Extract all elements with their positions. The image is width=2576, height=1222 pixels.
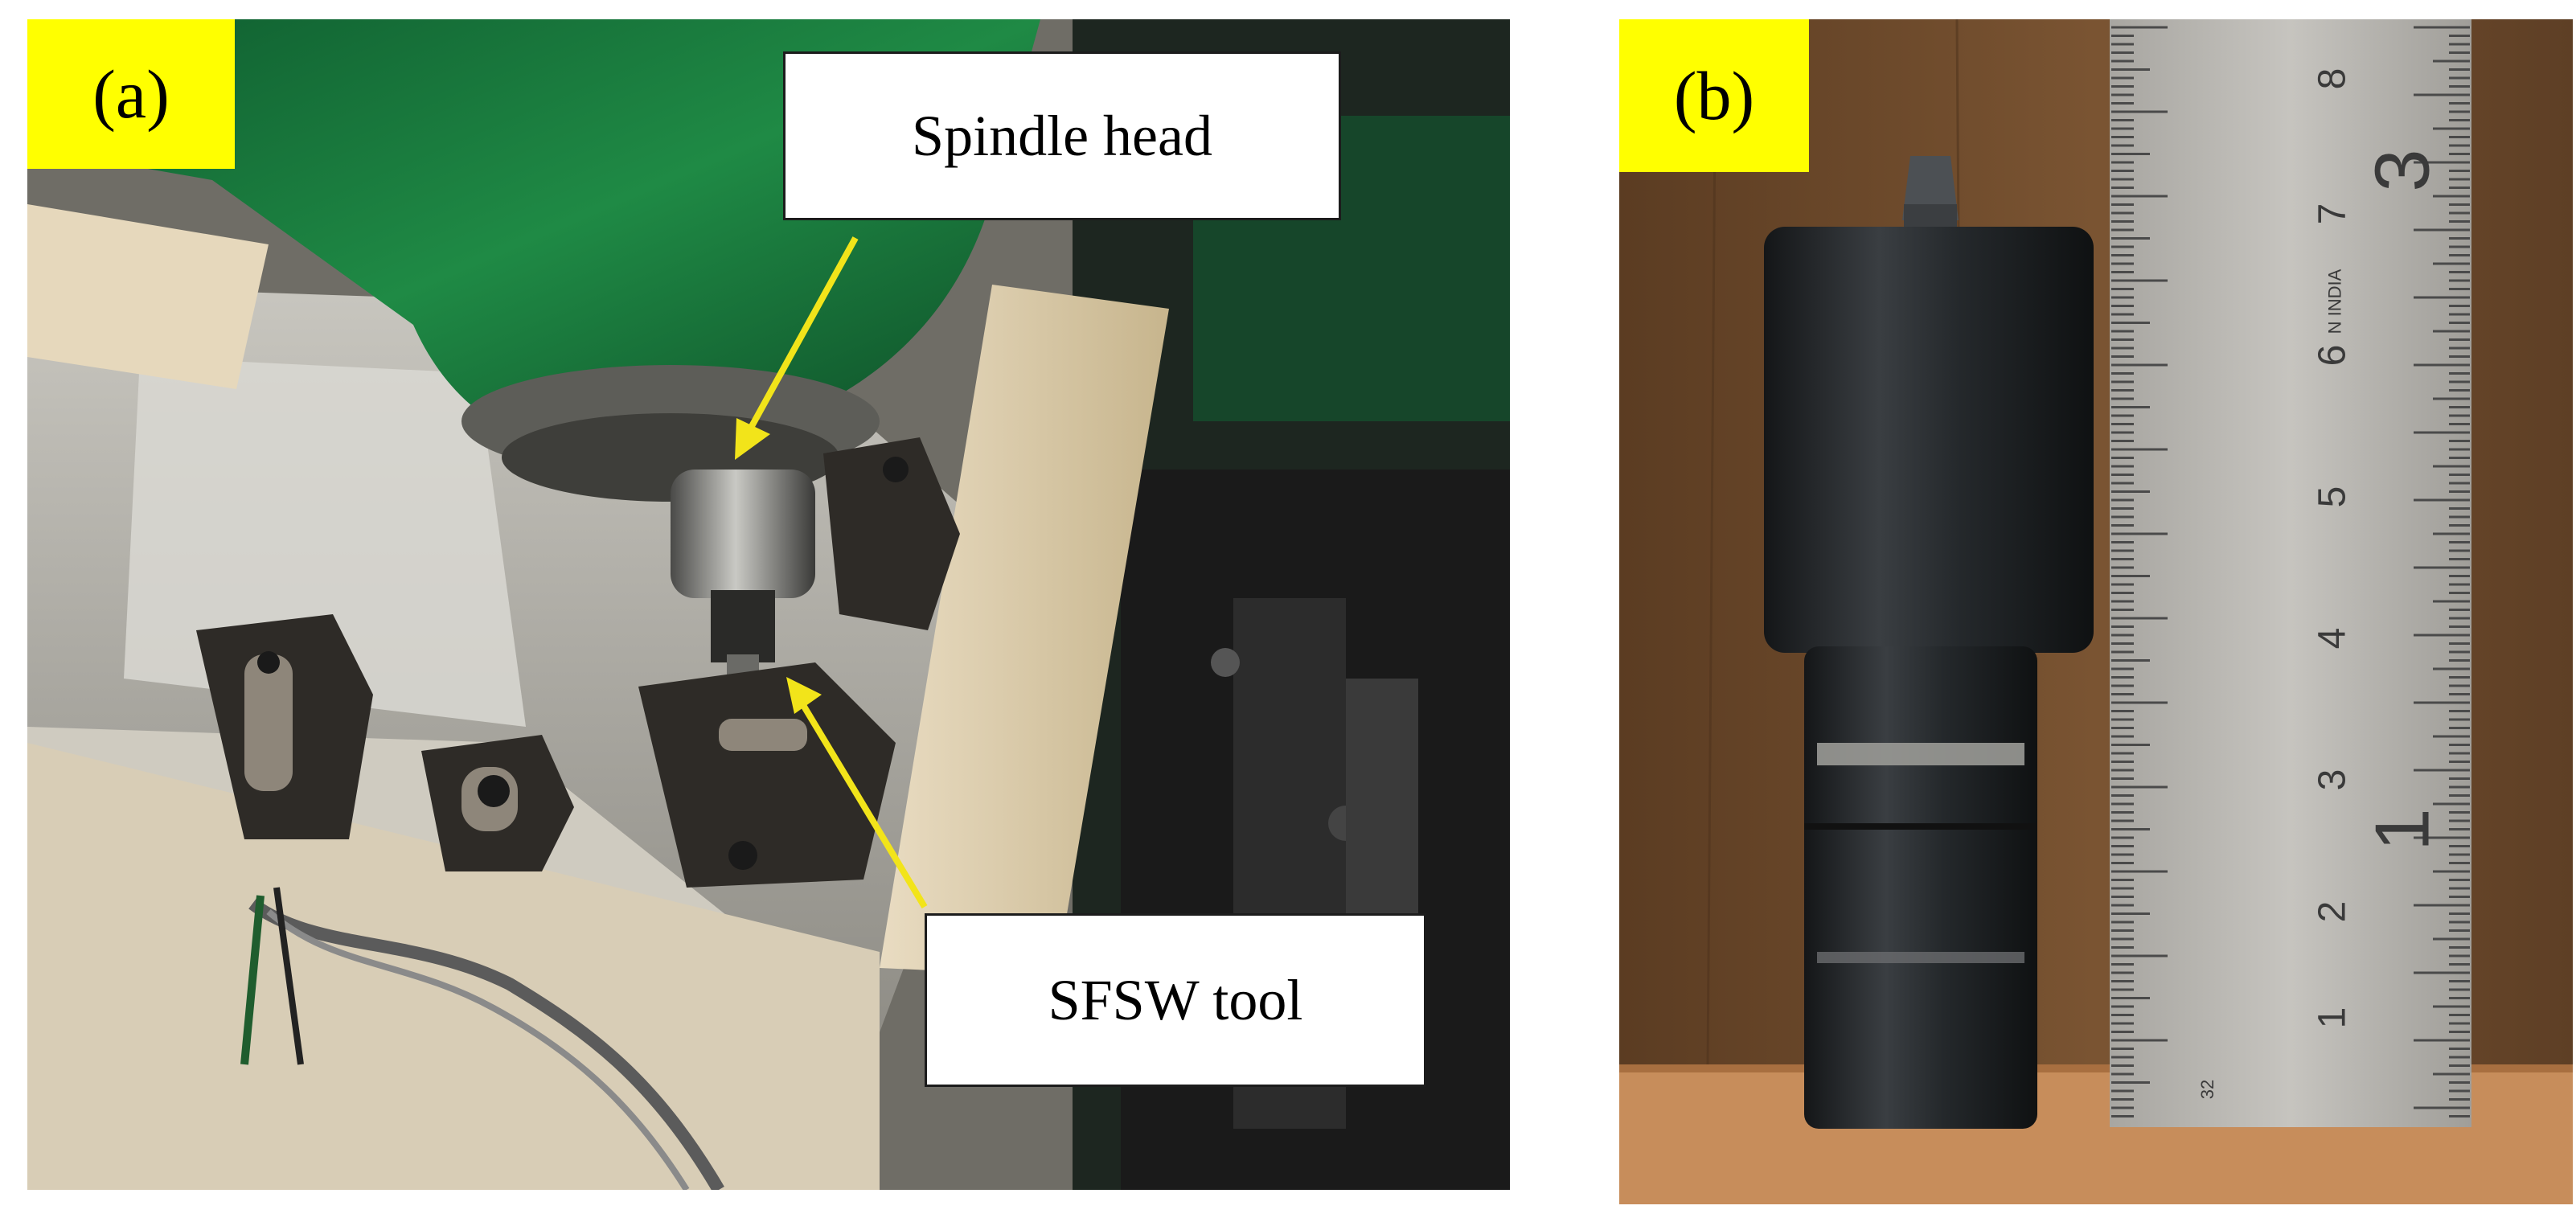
spindle-head-callout: Spindle head — [783, 51, 1341, 220]
panel-b-label: (b) — [1619, 19, 1809, 172]
ruler-inch-digit: 1 — [2359, 808, 2446, 851]
ruler-maker-text: N INDIA — [2324, 269, 2345, 334]
arrow-to-spindle — [748, 236, 859, 429]
ruler-mm-digit: 1 — [2311, 1007, 2354, 1029]
ruler-mm-digit: 2 — [2311, 900, 2354, 923]
ruler-mm-digit: 4 — [2311, 627, 2354, 650]
steel-ruler — [2110, 19, 2471, 1127]
tool-and-ruler-photo — [1619, 19, 2573, 1204]
ruler-inch-digit: 3 — [2359, 149, 2446, 192]
sfsw-tool-callout: SFSW tool — [925, 913, 1426, 1087]
arrow-to-tool — [798, 699, 928, 909]
panel-a-label: (a) — [27, 19, 235, 169]
ruler-mm-digit: 6 — [2311, 344, 2354, 367]
photo-panel-a: (a) Spindle head SFSW tool — [27, 19, 1510, 1190]
tool-shank — [1804, 646, 2037, 1129]
ruler-small-mark: 32 — [2197, 1079, 2218, 1100]
ruler-mm-digit: 5 — [2311, 486, 2354, 508]
ruler-mm-digit: 8 — [2311, 68, 2354, 90]
tool-shoulder — [1764, 227, 2094, 653]
ruler-mm-digit: 7 — [2311, 203, 2354, 225]
photo-panel-b: 8 7 6 5 4 3 2 1 3 1 N INDIA 32 (b) — [1619, 19, 2573, 1204]
ruler-mm-digit: 3 — [2311, 769, 2354, 791]
